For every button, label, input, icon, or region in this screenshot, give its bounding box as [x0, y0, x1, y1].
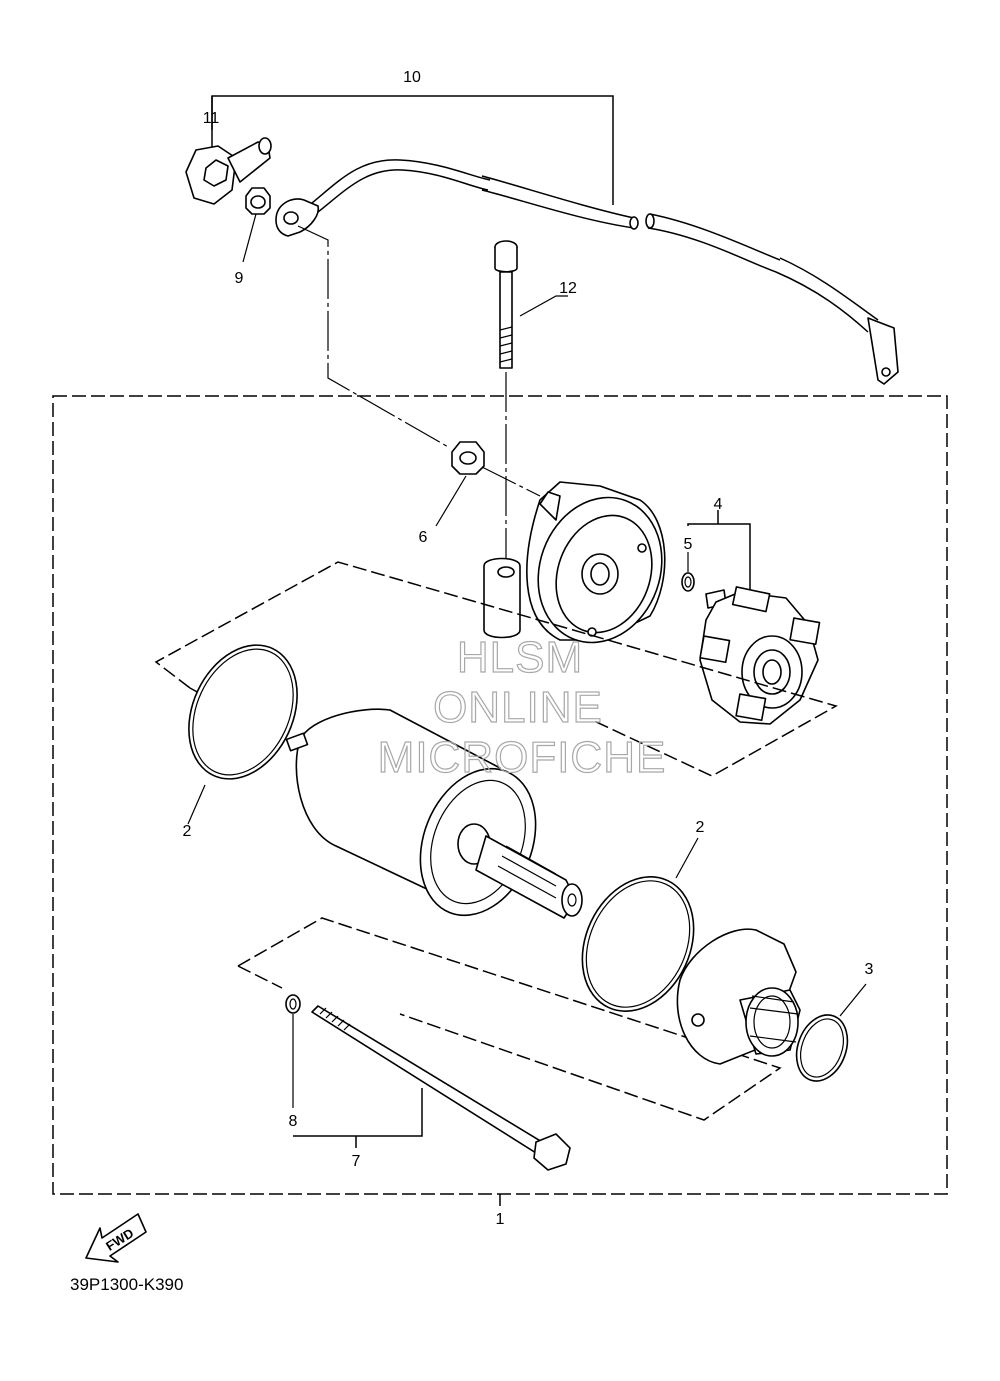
bolt-12: [494, 240, 568, 570]
watermark: HLSM ONLINE MICROFICHE: [377, 632, 667, 782]
callout-9: 9: [235, 270, 244, 287]
watermark-line2: ONLINE: [433, 683, 603, 732]
callout-11: 11: [203, 110, 220, 127]
callouts: 10 11 9 12 4 5 6 2 2 3 8 7 1: [183, 69, 874, 1228]
callout-3: 3: [865, 961, 874, 978]
starter-cable-10: [275, 159, 899, 385]
bracket-10-11: [211, 95, 614, 205]
callout-6: 6: [419, 529, 428, 546]
nut-6: [435, 441, 485, 527]
watermark-line3: MICROFICHE: [378, 733, 667, 782]
callout-8: 8: [289, 1113, 298, 1130]
o-ring-2-upper: [187, 644, 298, 825]
callout-4: 4: [714, 496, 723, 513]
lower-plane: [237, 917, 782, 1121]
callout-1: 1: [496, 1211, 505, 1228]
watermark-line1: HLSM: [457, 633, 583, 682]
cable-leader: [297, 225, 541, 497]
callout-2b: 2: [696, 819, 705, 836]
front-cover: [676, 928, 801, 1065]
nut-9: [242, 187, 271, 263]
callout-2a: 2: [183, 823, 192, 840]
callout-7: 7: [352, 1153, 361, 1170]
diagram-code: 39P1300-K390: [70, 1275, 183, 1294]
brush-holder-4: [687, 510, 821, 725]
o-ring-2-lower: [581, 837, 699, 1012]
callout-10: 10: [403, 69, 421, 86]
o-ring-3: [795, 983, 867, 1082]
fwd-arrow-icon: FWD: [85, 1213, 147, 1263]
upper-plane: [154, 561, 838, 777]
through-bolt-7: [293, 1005, 571, 1171]
yoke-armature: [285, 708, 583, 919]
rear-cover: [483, 481, 666, 644]
callout-5: 5: [684, 536, 693, 553]
callout-12: 12: [559, 280, 577, 297]
washer-8: [285, 994, 301, 1108]
terminal-cap-11: [185, 137, 272, 205]
washer-5: [681, 552, 695, 592]
